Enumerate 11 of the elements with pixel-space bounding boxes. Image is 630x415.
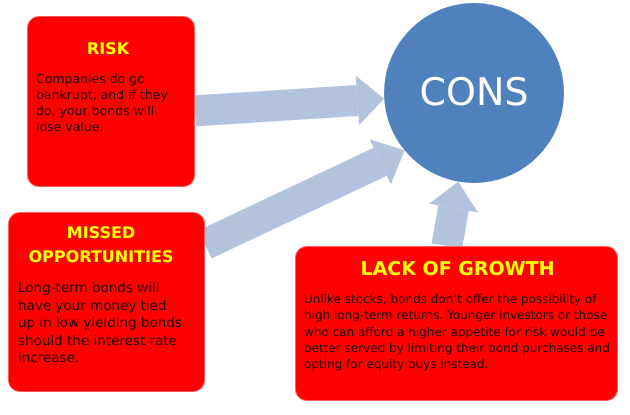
box-heading: MISSED OPPORTUNITIES <box>28 222 174 268</box>
box-heading: RISK <box>86 39 130 59</box>
info-box <box>295 246 618 401</box>
box-text: Companies do go bankrupt, and if they do, your bonds will lose value. <box>36 71 169 135</box>
info-box <box>27 16 195 187</box>
info-box <box>8 212 205 392</box>
block-arrow <box>194 76 386 126</box>
box-text: Unlike stocks, bonds don’t offer the possibility of high long-term returns. Younger investors or those who can afford a higher appetite for risk would be better served by limiting their bond purchases and opting for equity buys instead. <box>304 291 611 372</box>
box-text: Long-term bonds will have your money tied up in low yielding bonds should the interest rate increase. <box>18 280 183 368</box>
box-heading: LACK OF GROWTH <box>360 257 555 281</box>
circle-label: CONS <box>420 72 528 114</box>
